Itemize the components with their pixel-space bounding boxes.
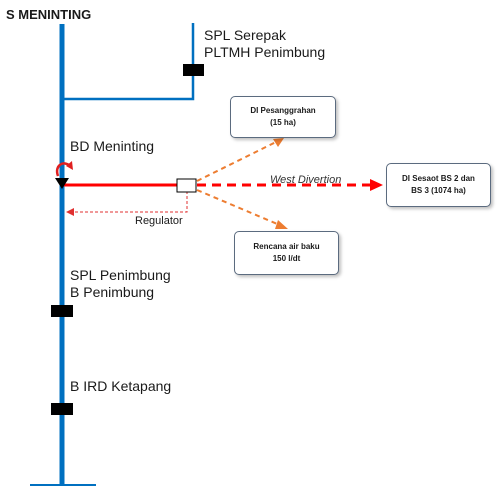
rencana-box: Rencana air baku 150 l/dt [234, 231, 339, 275]
sesaot-box: DI Sesaot BS 2 dan BS 3 (1074 ha) [386, 163, 491, 207]
spl-serepak-label: SPL Serepak [204, 27, 286, 43]
rencana-arrowhead [275, 220, 288, 229]
serepak-branch-line [62, 23, 195, 101]
pesanggrahan-arrow-line [196, 140, 279, 182]
regulator-line [70, 191, 188, 213]
west-divertion-label: West Divertion [270, 174, 342, 186]
b-penimbung-structure [51, 305, 73, 317]
rencana-box-text: Rencana air baku 150 l/dt [253, 242, 320, 263]
river-title: S MENINTING [6, 7, 92, 22]
b-ird-ketapang-label: B IRD Ketapang [70, 378, 172, 394]
b-penimbung-label: B Penimbung [70, 284, 155, 300]
b-ird-ketapang-structure [51, 403, 73, 415]
weir-curved-arrowhead [66, 161, 73, 170]
pesanggrahan-box-text: DI Pesanggrahan (15 ha) [250, 106, 316, 127]
regulator-arrowhead [66, 208, 74, 216]
west-divertion-arrowhead [370, 179, 383, 191]
spl-penimbung-label: SPL Penimbung [70, 267, 171, 283]
regulator-label: Regulator [135, 215, 183, 227]
regulator-gate [176, 178, 197, 193]
rencana-arrow-line [196, 189, 283, 227]
pltmh-label: PLTMH Penimbung [204, 44, 326, 60]
bd-meninting-label: BD Meninting [70, 138, 155, 154]
weir-triangle [55, 178, 69, 189]
sesaot-box-text: DI Sesaot BS 2 dan BS 3 (1074 ha) [402, 174, 475, 195]
pltmh-structure [183, 64, 204, 76]
pesanggrahan-box: DI Pesanggrahan (15 ha) [230, 96, 336, 138]
pesanggrahan-arrowhead [273, 138, 284, 147]
